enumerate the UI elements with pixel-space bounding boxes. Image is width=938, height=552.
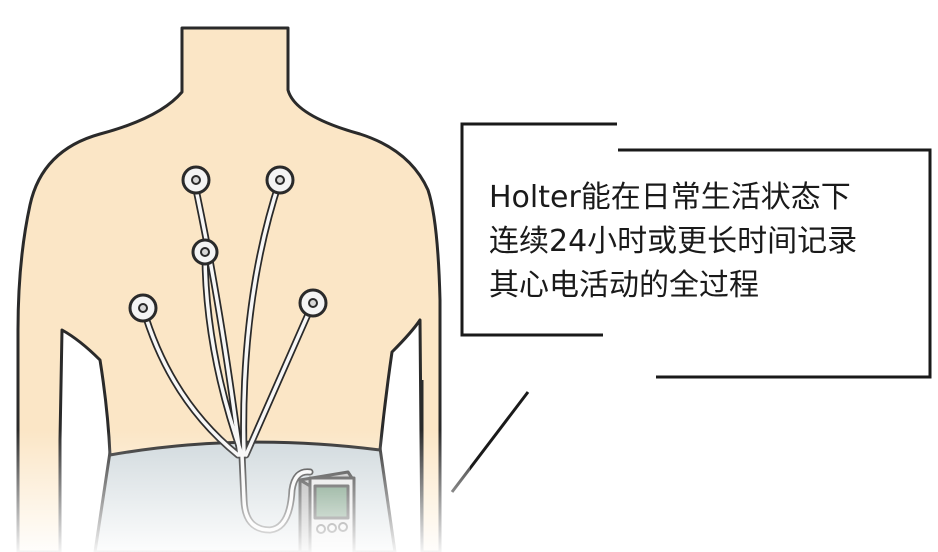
device-button-3	[338, 522, 348, 532]
holter-device	[298, 470, 356, 552]
callout-pointer	[450, 391, 530, 493]
callout-line-2: 连续24小时或更长时间记录	[489, 224, 858, 259]
callout-line-1: Holter能在日常生活状态下	[489, 180, 851, 215]
callout-line-3: 其心电活动的全过程	[489, 268, 759, 303]
electrodes	[128, 165, 328, 323]
callout-text: Holter能在日常生活状态下 连续24小时或更长时间记录 其心电活动的全过程	[489, 176, 929, 308]
device-button-1	[316, 524, 326, 534]
device-button-2	[327, 523, 337, 533]
device-screen	[313, 484, 350, 520]
